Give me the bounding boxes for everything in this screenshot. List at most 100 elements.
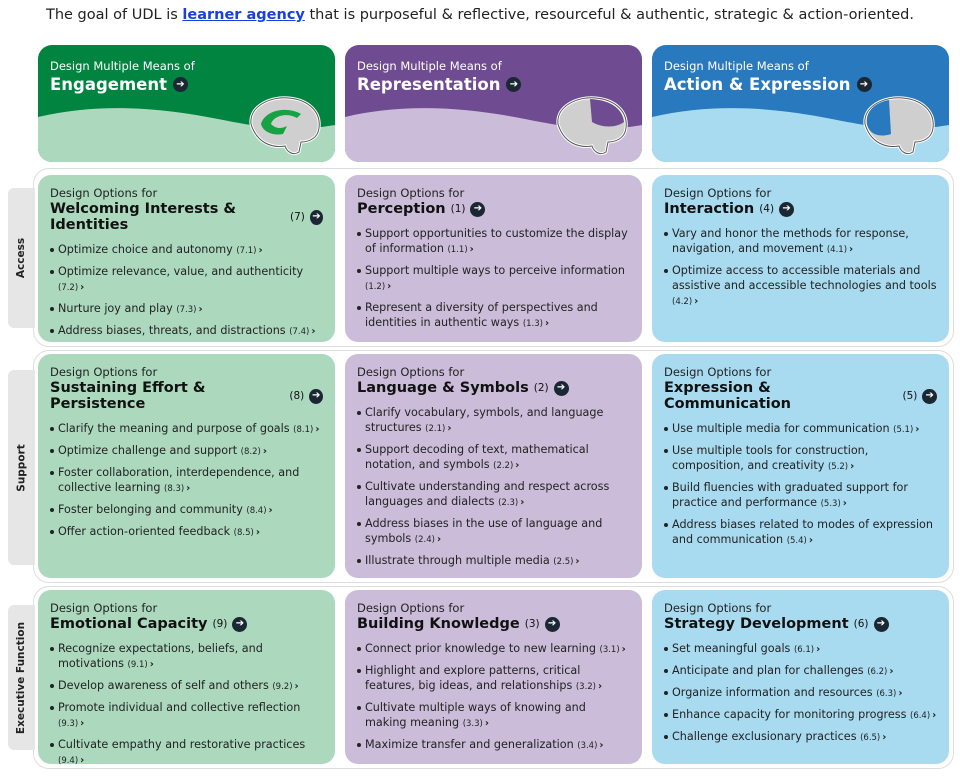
consideration-link[interactable]: Connect prior knowledge to new learning … [357,641,630,658]
consideration-link[interactable]: Anticipate and plan for challenges (6.2)… [664,663,937,680]
card-title-link[interactable]: Sustaining Effort & Persistence(8)➔ [50,380,323,412]
wave-decoration [652,108,949,162]
chevron-right-icon: › [932,710,937,721]
consideration-link[interactable]: Represent a diversity of perspectives an… [357,300,630,332]
consideration-link[interactable]: Use multiple tools for construction, com… [664,443,937,475]
arrow-right-icon[interactable]: ➔ [856,77,872,92]
consideration-link[interactable]: Optimize challenge and support (8.2)› [50,443,323,460]
header-action-expression[interactable]: Design Multiple Means of Action & Expres… [652,45,949,162]
brain-icon [863,96,935,156]
consideration-link[interactable]: Develop awareness of self and others (9.… [50,678,323,695]
chevron-right-icon: › [80,718,85,729]
card-title-link[interactable]: Interaction(4)➔ [664,201,937,217]
chevron-right-icon: › [808,535,813,546]
header-engagement[interactable]: Design Multiple Means of Engagement➔ [38,45,335,162]
header-representation[interactable]: Design Multiple Means of Representation➔ [345,45,642,162]
chevron-right-icon: › [484,718,489,729]
consideration-link[interactable]: Cultivate multiple ways of knowing and m… [357,700,630,732]
chevron-right-icon: › [268,505,273,516]
consideration-link[interactable]: Address biases, threats, and distraction… [50,323,323,340]
design-option-card: Design Options for Building Knowledge(3)… [345,590,642,764]
consideration-link[interactable]: Promote individual and collective reflec… [50,700,323,732]
consideration-link[interactable]: Maximize transfer and generalization (3.… [357,737,630,754]
consideration-link[interactable]: Support opportunities to customize the d… [357,226,630,258]
consideration-link[interactable]: Organize information and resources (6.3)… [664,685,937,702]
chevron-right-icon: › [315,424,320,435]
consideration-link[interactable]: Optimize access to accessible materials … [664,263,937,310]
consideration-link[interactable]: Nurture joy and play (7.3)› [50,301,323,318]
consideration-link[interactable]: Address biases in the use of language an… [357,516,630,548]
chevron-right-icon: › [258,245,263,256]
chevron-right-icon: › [255,527,260,538]
chevron-right-icon: › [186,483,191,494]
design-option-card: Design Options for Strategy Development(… [652,590,949,764]
design-option-card: Design Options for Language & Symbols(2)… [345,354,642,578]
consideration-link[interactable]: Build fluencies with graduated support f… [664,480,937,512]
consideration-link[interactable]: Enhance capacity for monitoring progress… [664,707,937,724]
chevron-right-icon: › [915,424,920,435]
chevron-right-icon: › [387,281,392,292]
consideration-link[interactable]: Highlight and explore patterns, critical… [357,663,630,695]
chevron-right-icon: › [621,644,626,655]
arrow-right-icon[interactable]: ➔ [873,616,889,632]
chevron-right-icon: › [889,666,894,677]
consideration-link[interactable]: Illustrate through multiple media (2.5)› [357,553,630,570]
card-title-link[interactable]: Strategy Development(6)➔ [664,616,937,632]
card-title-link[interactable]: Language & Symbols(2)➔ [357,380,630,396]
arrow-right-icon[interactable]: ➔ [553,380,569,396]
consideration-link[interactable]: Optimize relevance, value, and authentic… [50,264,323,296]
design-option-card: Design Options for Welcoming Interests &… [38,175,335,342]
consideration-link[interactable]: Challenge exclusionary practices (6.5)› [664,729,937,746]
card-title-link[interactable]: Expression & Communication(5)➔ [664,380,937,412]
chevron-right-icon: › [598,681,603,692]
consideration-link[interactable]: Recognize expectations, beliefs, and mot… [50,641,323,673]
chevron-right-icon: › [849,244,854,255]
arrow-right-icon[interactable]: ➔ [232,616,248,632]
consideration-link[interactable]: Optimize choice and autonomy (7.1)› [50,242,323,259]
chevron-right-icon: › [520,497,525,508]
consideration-link[interactable]: Cultivate empathy and restorative practi… [50,737,323,769]
chevron-right-icon: › [436,534,442,545]
consideration-link[interactable]: Offer action-oriented feedback (8.5)› [50,524,323,541]
card-title-link[interactable]: Emotional Capacity(9)➔ [50,616,323,632]
arrow-right-icon[interactable]: ➔ [309,388,323,404]
design-option-card: Design Options for Expression & Communic… [652,354,949,578]
chevron-right-icon: › [469,244,474,255]
consideration-link[interactable]: Foster belonging and community (8.4)› [50,502,323,519]
arrow-right-icon[interactable]: ➔ [470,201,486,217]
arrow-right-icon[interactable]: ➔ [172,77,188,92]
consideration-link[interactable]: Support decoding of text, mathematical n… [357,442,630,474]
chevron-right-icon: › [80,755,85,766]
design-option-card: Design Options for Sustaining Effort & P… [38,354,335,578]
consideration-link[interactable]: Address biases related to modes of expre… [664,517,937,549]
arrow-right-icon[interactable]: ➔ [779,201,795,217]
design-option-card: Design Options for Interaction(4)➔Vary a… [652,175,949,342]
chevron-right-icon: › [816,644,821,655]
design-option-card: Design Options for Emotional Capacity(9)… [38,590,335,766]
chevron-right-icon: › [544,318,550,329]
chevron-right-icon: › [198,304,203,315]
arrow-right-icon[interactable]: ➔ [309,209,323,225]
chevron-right-icon: › [515,460,520,471]
learner-agency-link[interactable]: learner agency [182,7,305,23]
consideration-link[interactable]: Vary and honor the methods for response,… [664,226,937,258]
arrow-right-icon[interactable]: ➔ [922,388,937,404]
chevron-right-icon: › [842,498,847,509]
design-option-card: Design Options for Perception(1)➔Support… [345,175,642,342]
consideration-link[interactable]: Cultivate understanding and respect acro… [357,479,630,511]
consideration-link[interactable]: Set meaningful goals (6.1)› [664,641,937,658]
card-title-link[interactable]: Perception(1)➔ [357,201,630,217]
brain-icon [249,96,321,156]
consideration-link[interactable]: Clarify the meaning and purpose of goals… [50,421,323,438]
consideration-link[interactable]: Support multiple ways to perceive inform… [357,263,630,295]
chevron-right-icon: › [447,423,452,434]
consideration-link[interactable]: Clarify vocabulary, symbols, and languag… [357,405,630,437]
chevron-right-icon: › [882,732,887,743]
consideration-link[interactable]: Use multiple media for communication (5.… [664,421,937,438]
card-title-link[interactable]: Welcoming Interests & Identities(7)➔ [50,201,323,233]
consideration-link[interactable]: Foster collaboration, interdependence, a… [50,465,323,497]
arrow-right-icon[interactable]: ➔ [506,77,522,92]
card-title-link[interactable]: Building Knowledge(3)➔ [357,616,630,632]
arrow-right-icon[interactable]: ➔ [544,616,560,632]
chevron-right-icon: › [694,296,699,307]
